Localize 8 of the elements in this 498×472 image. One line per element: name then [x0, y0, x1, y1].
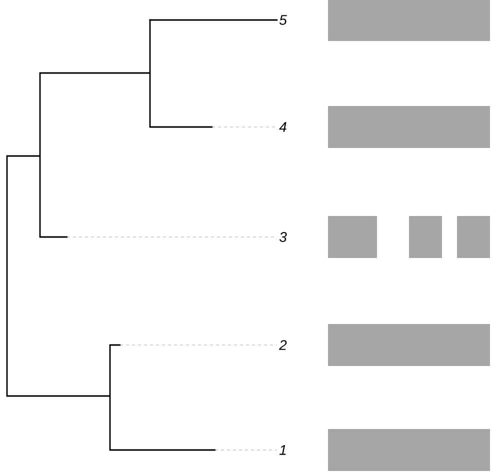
leaf-label: 3	[279, 232, 287, 242]
leader-line	[120, 344, 278, 346]
leaf-label: 1	[279, 445, 286, 455]
leaf-label: 5	[279, 15, 287, 25]
leaf-label: 4	[279, 122, 286, 132]
leader-line	[212, 126, 278, 128]
leaf-label: 2	[279, 340, 287, 350]
tree-branch	[149, 19, 278, 21]
